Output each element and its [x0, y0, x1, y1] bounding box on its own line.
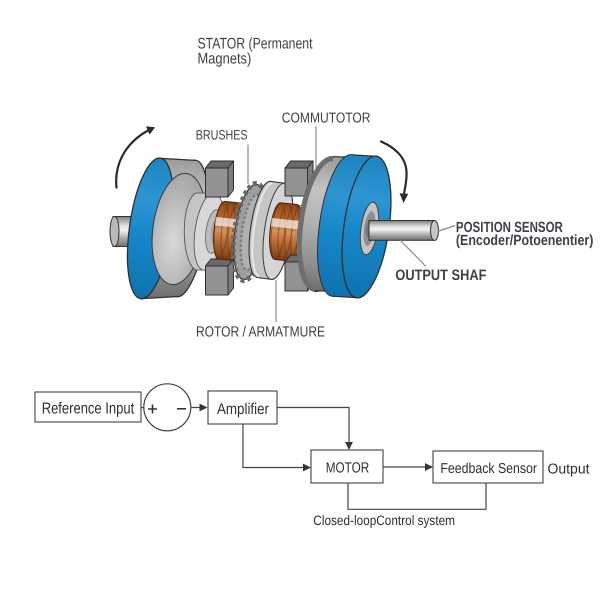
svg-text:OUTPUT SHAF: OUTPUT SHAF	[395, 267, 486, 284]
svg-text:STATOR (Permanent: STATOR (Permanent	[198, 36, 314, 53]
svg-text:POSITION SENSOR: POSITION SENSOR	[456, 220, 563, 236]
svg-text:Amplifier: Amplifier	[217, 401, 269, 418]
svg-text:BRUSHES: BRUSHES	[196, 128, 248, 143]
svg-text:Feedback Sensor: Feedback Sensor	[440, 461, 537, 477]
svg-text:Closed-loopControl system: Closed-loopControl system	[313, 513, 455, 528]
svg-text:MOTOR: MOTOR	[326, 461, 369, 477]
svg-text:Output: Output	[548, 462, 590, 478]
svg-text:Magnets): Magnets)	[198, 51, 252, 68]
svg-text:Reference Input: Reference Input	[42, 400, 135, 417]
svg-text:(Encoder/Potoenentier): (Encoder/Potoenentier)	[456, 233, 594, 249]
svg-text:COMMUTOTOR: COMMUTOTOR	[282, 111, 371, 127]
svg-text:ROTOR / ARMATMURE: ROTOR / ARMATMURE	[196, 324, 325, 340]
